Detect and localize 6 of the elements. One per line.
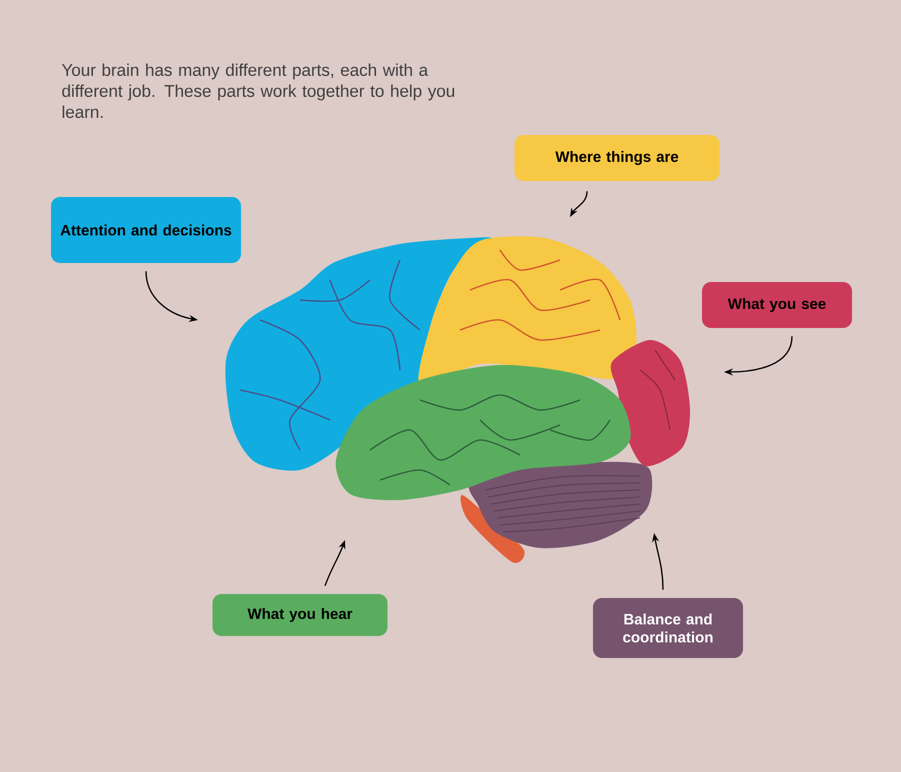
label-box: Attention and decisions bbox=[51, 197, 241, 263]
label-box: What you see bbox=[702, 282, 852, 328]
intro-text: Your brain has many different parts, each with a different job. These parts work together to help you learn. bbox=[62, 64, 454, 118]
label-box: What you hear bbox=[212, 594, 388, 636]
label-box: Balance and coordination bbox=[593, 598, 743, 658]
label-box: Where things are bbox=[514, 135, 720, 181]
